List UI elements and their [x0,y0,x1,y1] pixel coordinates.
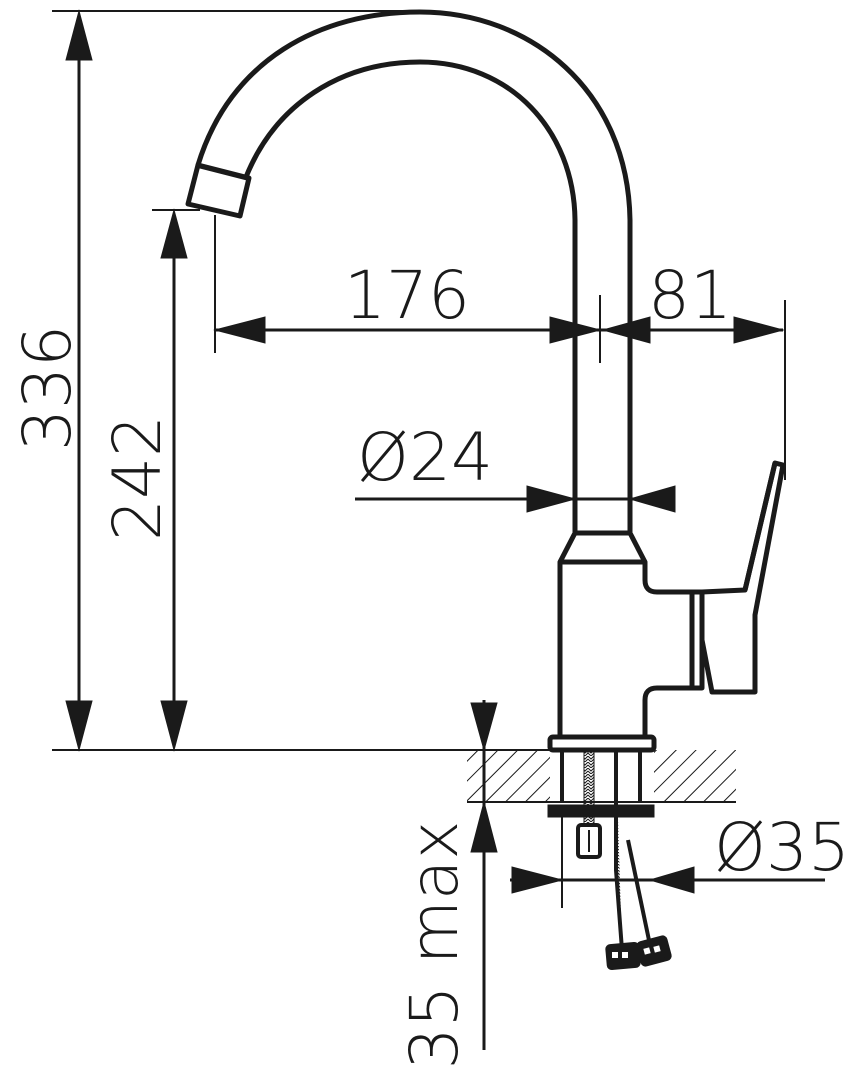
label-tube-diameter: Ø24 [357,419,493,496]
label-spout-reach: 176 [344,257,470,334]
lever-cartridge [689,589,705,691]
spout-outer [195,9,633,532]
body [557,562,692,738]
mounting-hardware [547,751,655,859]
hose-1 [614,752,624,951]
dimension-labels: 336 242 176 81 Ø24 Ø35 35 max [9,257,850,1069]
dimension-lines [52,9,825,1050]
countertop-section [467,750,736,803]
flexible-hoses [605,752,672,971]
label-lever-reach: 81 [648,257,732,334]
mounting-plate [547,804,655,818]
label-total-height: 336 [9,325,86,451]
label-max-thickness: 35 max [396,821,473,1070]
body-neck [557,530,648,565]
label-spout-height: 242 [99,415,176,541]
spout-inner [243,59,578,532]
hose-2 [626,839,652,946]
base-flange [547,734,657,753]
label-hole-diameter: Ø35 [714,809,850,886]
lever-handle [699,460,786,695]
faucet [185,9,786,753]
